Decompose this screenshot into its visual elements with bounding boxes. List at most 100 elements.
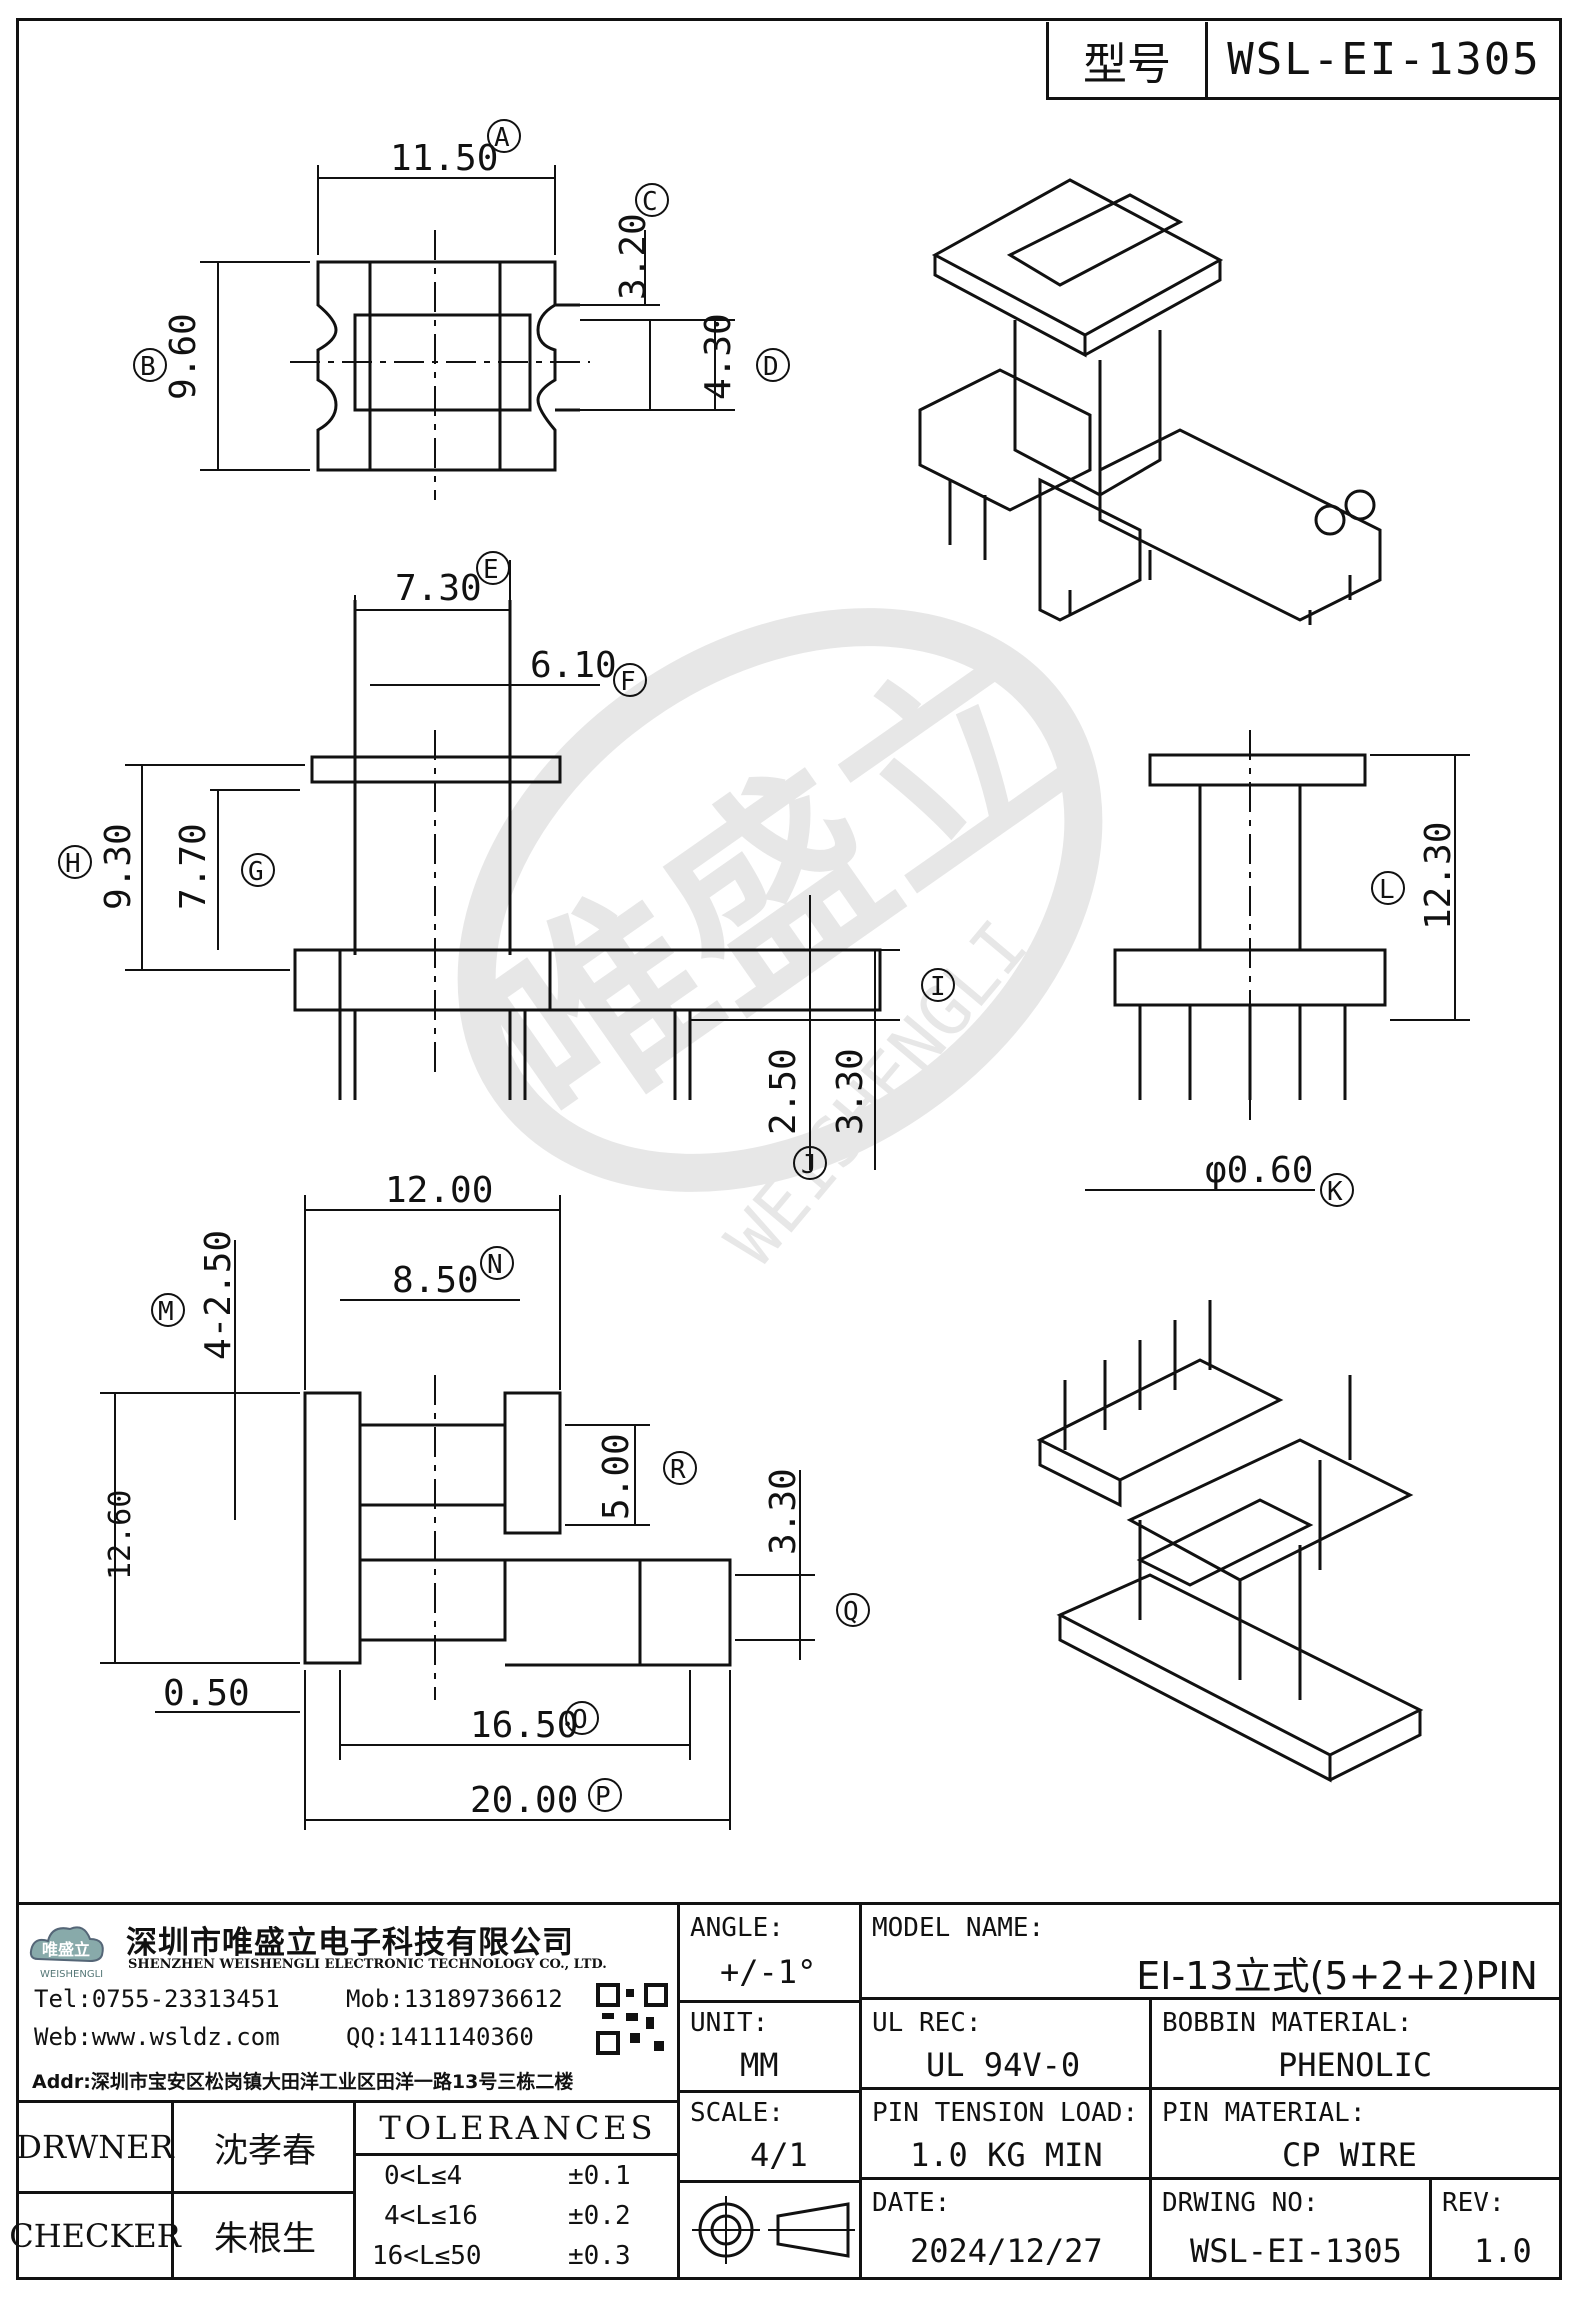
ul-cell: UL REC: UL 94V-0 [862, 2000, 1152, 2090]
dim-o-value: 16.50 [470, 1705, 578, 1746]
model-number-label: 型号 [1049, 22, 1208, 97]
drawing-no-value: WSL-EI-1305 [1190, 2232, 1402, 2270]
tolerances-title: TOLERANCES [356, 2103, 680, 2156]
side-view: 12.30 L φ0.60 K [1085, 730, 1470, 1207]
company-web: Web:www.wsldz.com [34, 2023, 280, 2051]
ul-value: UL 94V-0 [926, 2046, 1081, 2084]
model-name-cell: MODEL NAME: EI-13立式(5+2+2)PIN [862, 1905, 1562, 2000]
unit-label: UNIT: [690, 2008, 769, 2038]
technical-drawing: 唯盛立 WEISHENGLI 11.50 A 9.60 [58, 119, 1470, 1830]
dim-l-marker: L [1379, 875, 1395, 905]
dim-1260-value: 12.60 [103, 1490, 138, 1580]
pin-material-value: CP WIRE [1282, 2136, 1417, 2174]
projection-symbol-icon [692, 2196, 855, 2264]
dim-q-marker: Q [843, 1597, 859, 1627]
tol-range-1: 0<L≤4 [384, 2161, 463, 2191]
bobbin-cell: BOBBIN MATERIAL: PHENOLIC [1152, 2000, 1562, 2090]
angle-value: +/-1° [720, 1953, 817, 1991]
company-info: 唯盛立 WEISHENGLI 深圳市唯盛立电子科技有限公司 SHENZHEN W… [16, 1905, 680, 2103]
tol-value-2: ±0.2 [568, 2201, 631, 2231]
checker-label: CHECKER [9, 2216, 181, 2255]
rev-cell: REV: 1.0 [1432, 2180, 1562, 2280]
dim-d-marker: D [763, 352, 779, 382]
scale-value: 4/1 [750, 2136, 808, 2174]
dim-c-value: 3.20 [613, 213, 654, 300]
drawing-no-cell: DRWING NO: WSL-EI-1305 [1152, 2180, 1432, 2280]
dim-f-value: 6.10 [530, 645, 617, 686]
drawer-name: 沈孝春 [174, 2103, 356, 2194]
pin-load-value: 1.0 KG MIN [910, 2136, 1103, 2174]
top-view: 11.50 A 9.60 B 3.20 C 4.30 D [133, 119, 790, 500]
tol-range-3: 16<L≤50 [372, 2241, 482, 2271]
dim-a-marker: A [494, 123, 510, 153]
rev-label: REV: [1442, 2188, 1505, 2218]
unit-value: MM [740, 2046, 779, 2084]
iso-view-bottom [1036, 1300, 1424, 1783]
company-qq: QQ:1411140360 [346, 2023, 534, 2051]
dim-h-value: 9.30 [98, 823, 139, 910]
dim-j-value: 2.50 [763, 1048, 804, 1135]
title-block: 唯盛立 WEISHENGLI 深圳市唯盛立电子科技有限公司 SHENZHEN W… [9, 1902, 1562, 2280]
sign-labels: DRWNER CHECKER [9, 2103, 181, 2280]
tol-value-3: ±0.3 [568, 2241, 631, 2271]
company-address: Addr:深圳市宝安区松岗镇大田洋工业区田洋一路13号三栋二楼 [32, 2071, 574, 2093]
dim-b-marker: B [140, 352, 156, 382]
dim-g-marker: G [248, 857, 264, 887]
scale-cell: SCALE: 4/1 [680, 2090, 862, 2183]
checker-name: 朱根生 [214, 2219, 316, 2259]
sign-values: 沈孝春 朱根生 [174, 2103, 356, 2280]
dim-i-marker: I [930, 972, 946, 1002]
dim-l-value: 12.30 [1418, 822, 1459, 930]
dim-a-value: 11.50 [390, 138, 498, 179]
bobbin-value: PHENOLIC [1278, 2046, 1433, 2084]
bottom-view: 12.00 8.50 N 4-2.50 M 12.60 5.00 R [100, 1170, 870, 1830]
angle-label: ANGLE: [690, 1913, 784, 1943]
dim-q-value: 3.30 [763, 1468, 804, 1555]
dim-j-marker: J [801, 1150, 817, 1180]
tol-range-2: 4<L≤16 [384, 2201, 478, 2231]
logo-en: WEISHENGLI [40, 1969, 104, 1980]
dim-k-marker: K [1327, 1177, 1343, 1207]
watermark: 唯盛立 WEISHENGLI [448, 608, 1105, 1281]
pin-material-label: PIN MATERIAL: [1162, 2098, 1366, 2128]
dim-d-value: 4.30 [698, 313, 739, 400]
tolerances-table: TOLERANCES 0<L≤4 ±0.1 4<L≤16 ±0.2 16<L≤5… [356, 2103, 680, 2280]
dim-k-value: φ0.60 [1205, 1150, 1313, 1191]
dim-m-marker: M [158, 1297, 174, 1327]
date-cell: DATE: 2024/12/27 [862, 2180, 1152, 2280]
ul-label: UL REC: [872, 2008, 982, 2038]
column-1: ANGLE: +/-1° UNIT: MM SCALE: 4/1 [680, 1905, 862, 2280]
bobbin-label: BOBBIN MATERIAL: [1162, 2008, 1413, 2038]
dim-c-marker: C [642, 187, 658, 217]
dim-n-marker: N [487, 1250, 503, 1280]
rev-value: 1.0 [1474, 2232, 1532, 2270]
dim-e-marker: E [483, 555, 499, 585]
dim-r-value: 5.00 [596, 1433, 637, 1520]
dim-i-value: 3.30 [830, 1048, 871, 1135]
front-view: 7.30 E 6.10 F 9.30 H 7.70 G 2.50 [58, 551, 955, 1180]
unit-cell: UNIT: MM [680, 2000, 862, 2093]
logo-cn: 唯盛立 [42, 1940, 90, 1959]
model-number-box: 型号 WSL-EI-1305 [1046, 22, 1560, 100]
model-number-value: WSL-EI-1305 [1227, 34, 1541, 85]
pin-load-label: PIN TENSION LOAD: [872, 2098, 1139, 2128]
date-label: DATE: [872, 2188, 951, 2218]
dim-p-marker: P [595, 1782, 611, 1812]
tol-value-1: ±0.1 [568, 2161, 631, 2191]
dim-050-value: 0.50 [163, 1673, 250, 1714]
model-name-label: MODEL NAME: [872, 1913, 1045, 1943]
cloud-logo-icon: 唯盛立 [29, 1926, 104, 1963]
iso-view-top [918, 178, 1382, 625]
qr-code-icon [596, 1983, 668, 2055]
drawer-label: DRWNER [16, 2103, 174, 2194]
drawing-border [16, 18, 1562, 2280]
dim-r-marker: R [670, 1455, 686, 1485]
dim-f-marker: F [620, 667, 636, 697]
company-mob: Mob:13189736612 [346, 1985, 563, 2013]
model-name-value: EI-13立式(5+2+2)PIN [1136, 1954, 1538, 1998]
pin-material-cell: PIN MATERIAL: CP WIRE [1152, 2090, 1562, 2180]
dim-n-value: 8.50 [392, 1260, 479, 1301]
dim-b-value: 9.60 [163, 313, 204, 400]
dim-m-value: 4-2.50 [198, 1230, 239, 1360]
company-name-en: SHENZHEN WEISHENGLI ELECTRONIC TECHNOLOG… [128, 1957, 607, 1972]
